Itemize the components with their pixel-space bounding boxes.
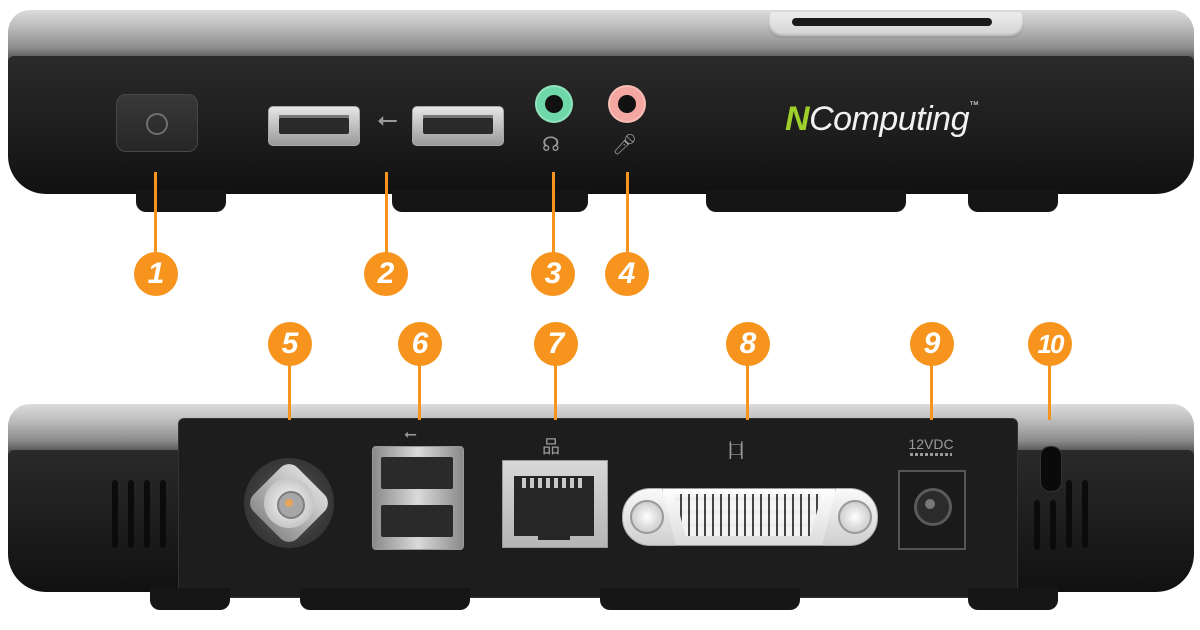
microphone-jack <box>608 85 646 123</box>
security-lock-slot <box>1040 446 1062 492</box>
front-foot-center <box>392 190 588 212</box>
callout-leader-6 <box>418 364 421 420</box>
callout-badge-4: 4 <box>605 252 649 296</box>
ethernet-port-clip <box>538 522 570 540</box>
ncomputing-logo: NComputing™ <box>785 100 979 138</box>
front-usb-port-right <box>412 106 504 146</box>
vent-slot <box>1050 500 1056 550</box>
callout-leader-8 <box>746 364 749 420</box>
vent-slot <box>1066 480 1072 548</box>
callout-badge-2: 2 <box>364 252 408 296</box>
dc-power-jack-pin <box>925 499 935 509</box>
vent-slot <box>128 480 134 548</box>
vent-slot <box>112 480 118 548</box>
display-icon: |□| <box>728 439 744 459</box>
vent-slot <box>1082 480 1088 548</box>
back-foot-center-left <box>300 588 470 610</box>
callout-leader-7 <box>554 364 557 420</box>
callout-leader-10 <box>1048 364 1051 420</box>
vent-slot <box>1034 500 1040 550</box>
front-foot-left <box>136 190 226 212</box>
usb-icon: ⭠ <box>404 426 417 443</box>
coax-pin <box>285 499 293 507</box>
callout-leader-9 <box>930 364 933 420</box>
callout-badge-9: 9 <box>910 322 954 366</box>
front-foot-far-right <box>968 190 1058 212</box>
dc-power-jack-opening <box>914 488 952 526</box>
rear-usb-ports <box>372 446 464 550</box>
power-button <box>116 94 198 152</box>
power-input-label: 12VDC <box>908 436 954 452</box>
usb-icon: ⭠ <box>377 104 398 134</box>
front-foot-right <box>706 190 906 212</box>
callout-badge-5: 5 <box>268 322 312 366</box>
callout-badge-3: 3 <box>531 252 575 296</box>
vent-slot <box>144 480 150 548</box>
dvi-screw-left <box>630 500 664 534</box>
callout-badge-8: 8 <box>726 322 770 366</box>
back-foot-right <box>968 588 1058 610</box>
callout-badge-7: 7 <box>534 322 578 366</box>
callout-leader-4 <box>626 172 629 256</box>
microphone-icon: 🎤︎ <box>612 134 638 156</box>
callout-badge-6: 6 <box>398 322 442 366</box>
headphone-jack <box>535 85 573 123</box>
callout-leader-5 <box>288 364 291 420</box>
ethernet-port-pins <box>522 478 586 488</box>
power-button-icon <box>146 113 168 135</box>
back-foot-center-right <box>600 588 800 610</box>
dc-symbol <box>910 453 952 456</box>
callout-badge-10: 10 <box>1028 322 1072 366</box>
network-icon: 品 <box>542 437 560 457</box>
front-device-body <box>8 56 1194 194</box>
dvi-screw-right <box>838 500 872 534</box>
front-usb-port-left <box>268 106 360 146</box>
callout-badge-1: 1 <box>134 252 178 296</box>
callout-leader-1 <box>154 172 157 256</box>
callout-leader-2 <box>385 172 388 256</box>
dvi-pins <box>674 494 822 536</box>
back-foot-left <box>150 588 230 610</box>
headphone-icon: ☊ <box>542 134 560 156</box>
callout-leader-3 <box>552 172 555 256</box>
vent-slot <box>160 480 166 548</box>
card-slot-opening <box>792 18 992 26</box>
